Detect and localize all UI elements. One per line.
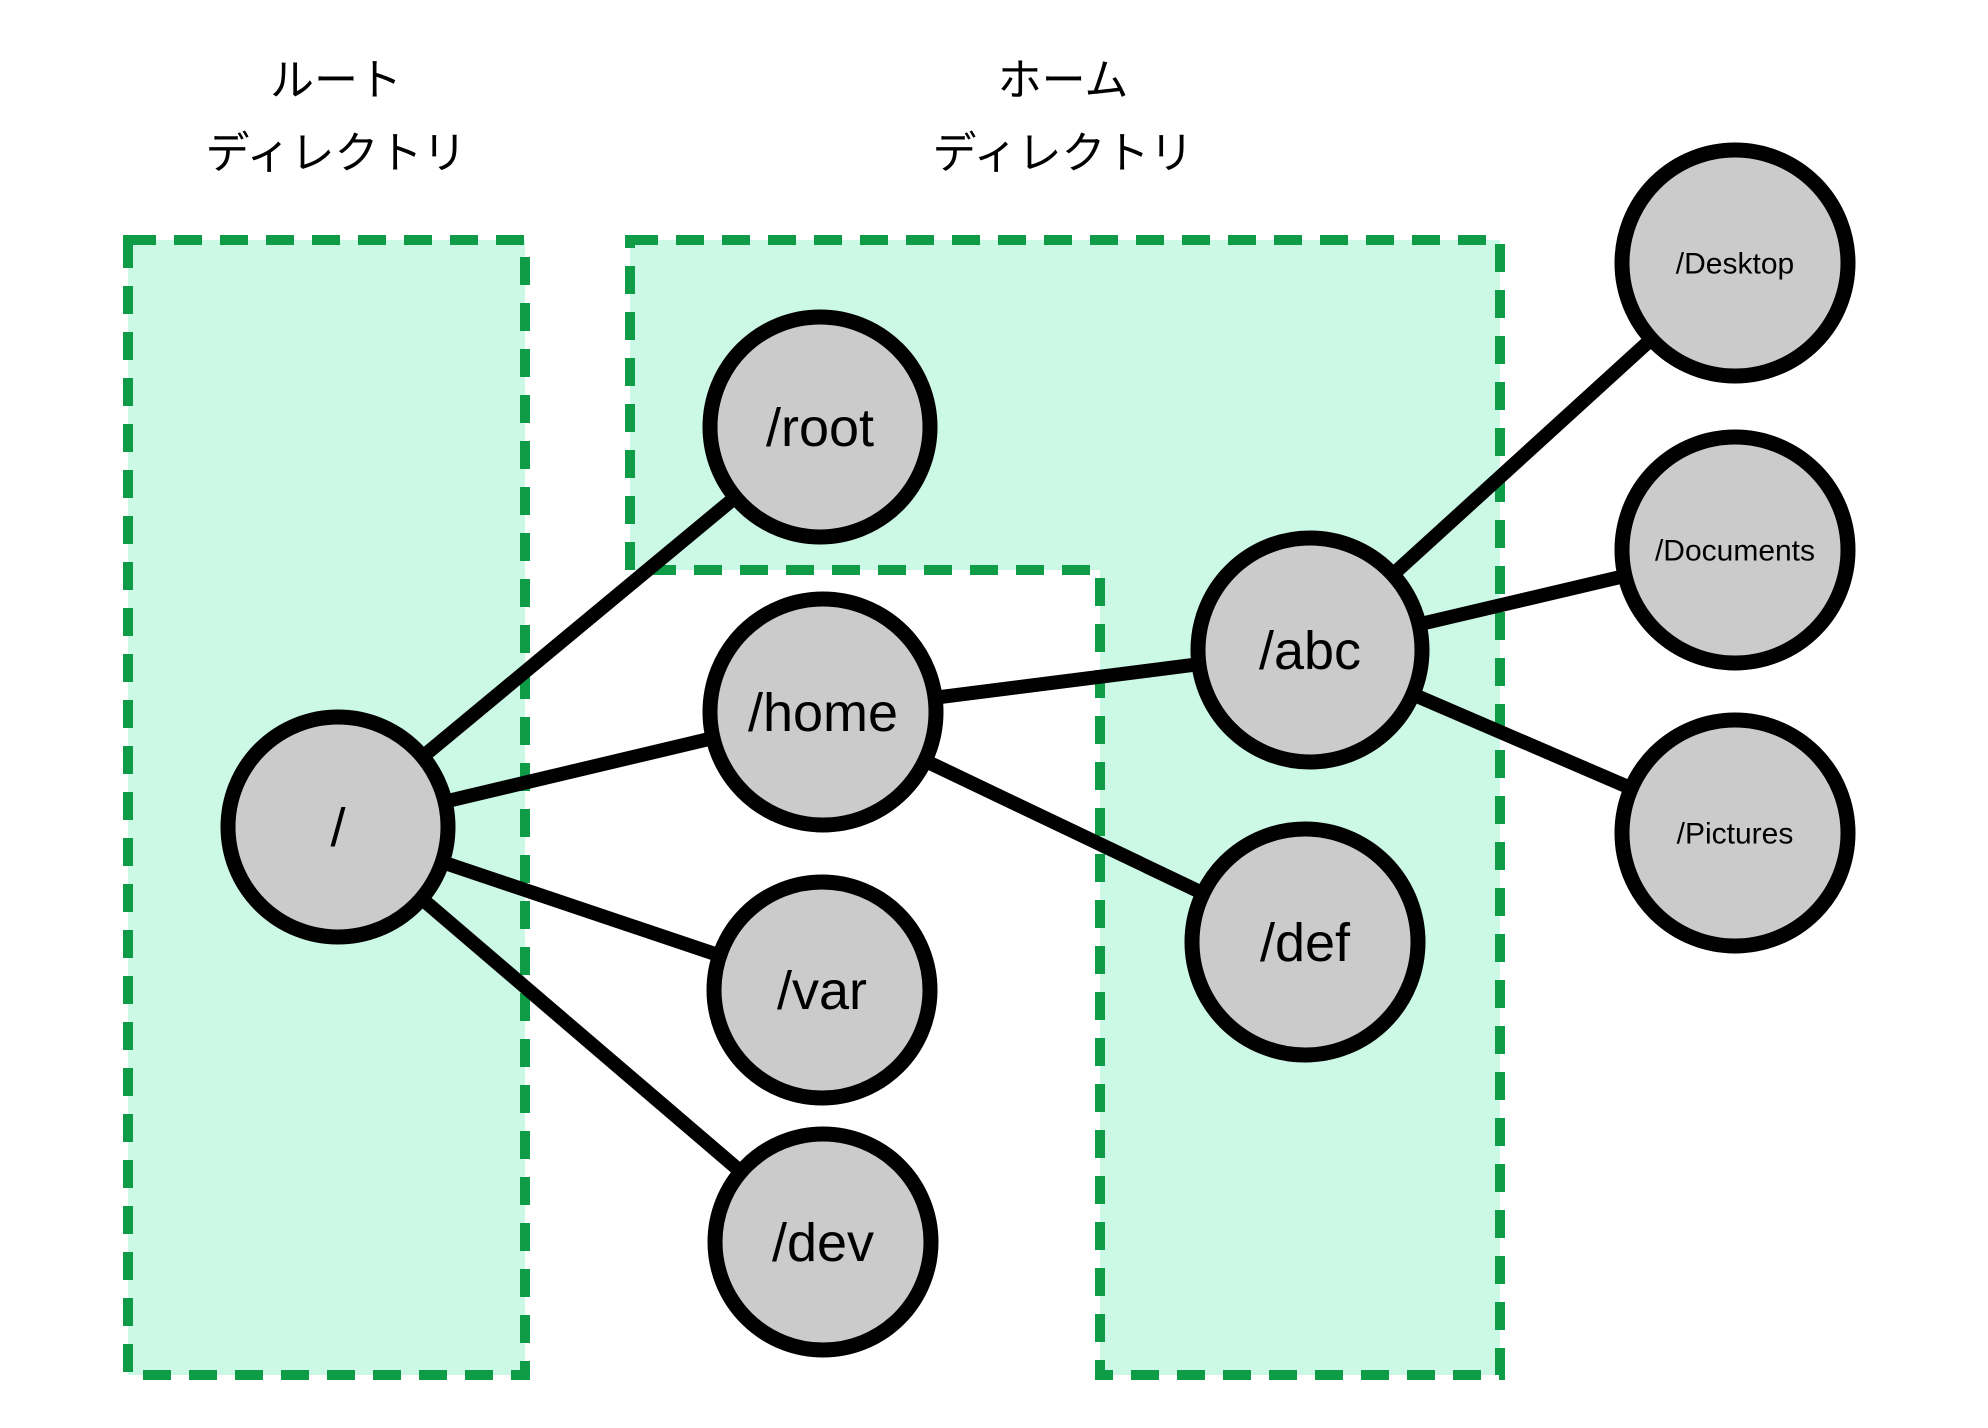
node-desktop-label: /Desktop (1676, 248, 1794, 281)
node-dev: /dev (707, 1126, 939, 1358)
home-directory-label: ホーム ディレクトリ (933, 56, 1194, 178)
node-var-circle (706, 874, 938, 1106)
root-directory-label-line2: ディレクトリ (206, 129, 467, 178)
node-root: /root (702, 309, 938, 545)
node-def-circle (1184, 821, 1426, 1063)
node-root-label: /root (766, 398, 874, 458)
root-directory-label: ルート ディレクトリ (206, 56, 467, 178)
node-fs-root-label: / (330, 798, 345, 858)
node-dev-circle (707, 1126, 939, 1358)
node-desktop: /Desktop (1614, 142, 1856, 384)
home-directory-label-line2: ディレクトリ (933, 129, 1194, 178)
node-documents: /Documents (1614, 429, 1856, 671)
node-abc-circle (1190, 530, 1430, 770)
root-directory-label-line1: ルート (270, 56, 402, 105)
node-pictures-circle (1614, 712, 1856, 954)
node-pictures-label: /Pictures (1677, 818, 1794, 851)
home-directory-label-line1: ホーム (998, 56, 1129, 105)
node-home-label: /home (748, 683, 898, 743)
node-dev-label: /dev (772, 1213, 874, 1273)
node-abc: /abc (1190, 530, 1430, 770)
node-def-label: /def (1260, 913, 1351, 973)
node-abc-label: /abc (1259, 621, 1361, 681)
node-home: /home (702, 591, 944, 833)
node-fs-root-circle (220, 709, 456, 945)
node-home-circle (702, 591, 944, 833)
node-documents-circle (1614, 429, 1856, 671)
node-def: /def (1184, 821, 1426, 1063)
node-desktop-circle (1614, 142, 1856, 384)
node-var: /var (706, 874, 938, 1106)
node-documents-label: /Documents (1655, 535, 1815, 568)
node-pictures: /Pictures (1614, 712, 1856, 954)
node-var-label: /var (777, 961, 867, 1021)
node-root-circle (702, 309, 938, 545)
node-fs-root: / (220, 709, 456, 945)
